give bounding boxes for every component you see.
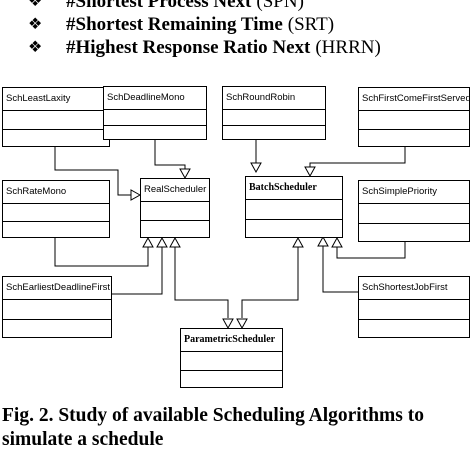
methods-section [223,126,325,140]
class-name: SchLeastLaxity [3,88,109,111]
bullet-abbrev: (HRRN) [315,37,381,58]
attributes-section [3,111,109,130]
arrowhead-icon [292,236,304,248]
methods-section [359,320,469,338]
attributes-section [104,110,206,126]
link-deadlinemono-real [154,140,186,172]
class-name: SchShortestJobFirst [359,277,469,300]
class-box-batchscheduler: BatchScheduler [245,176,343,238]
link-fcfs-batch [309,147,406,169]
link-batch-parametric [241,246,299,318]
arrowhead-icon [169,236,181,248]
class-box-schdeadlinemono: SchDeadlineMono [103,86,207,140]
attributes-section [359,111,469,130]
bullet-bold-text: #Highest Response Ratio Next [66,37,311,58]
class-box-parametricscheduler: ParametricScheduler [180,328,283,388]
figure-caption: Fig. 2. Study of available Scheduling Al… [2,404,474,452]
methods-section [246,220,342,238]
arrowhead-icon [331,236,343,248]
class-name: RealScheduler [141,179,209,202]
class-box-schfirstcomefirstserved: SchFirstComeFirstServed [358,87,470,147]
bullet-abbrev: (SPN) [256,0,304,12]
methods-section [104,126,206,140]
arrowhead-icon [179,168,191,180]
methods-section [141,221,209,238]
link-simplepriority-batch [336,242,406,259]
class-name: SchEarliestDeadlineFirst [3,277,111,300]
arrowhead-icon [222,318,234,330]
class-box-realscheduler: RealScheduler [140,178,210,238]
bullet-item: ❖ #Shortest Remaining Time (SRT) [28,13,474,36]
attributes-section [246,200,342,220]
attributes-section [3,204,109,222]
arrowhead-icon [304,166,316,178]
arrowhead-icon [236,318,248,330]
class-name: SchRoundRobin [223,87,325,110]
class-box-schroundrobin: SchRoundRobin [222,86,326,140]
methods-section [181,371,282,388]
class-name: BatchScheduler [246,177,342,200]
attributes-section [359,204,469,224]
arrowhead-icon [317,235,329,247]
bullet-bold-text: #Shortest Process Next [66,0,252,12]
class-box-schleastlaxity: SchLeastLaxity [2,87,110,147]
arrowhead-icon [130,189,142,201]
methods-section [359,130,469,147]
class-name: ParametricScheduler [181,329,282,352]
class-box-schratemono: SchRateMono [2,180,110,238]
caption-line-1: Fig. 2. Study of available Scheduling Al… [2,405,425,426]
link-ratemono-real [54,238,149,267]
diamond-bullet-icon: ❖ [28,0,43,10]
class-name: SchFirstComeFirstServed [359,88,469,111]
methods-section [3,320,111,338]
arrowhead-icon [142,236,154,248]
bullet-abbrev: (SRT) [287,14,335,35]
diamond-bullet-icon: ❖ [28,39,43,56]
algorithm-bullet-list: ❖ #Shortest Process Next (SPN) ❖ #Shorte… [28,0,474,59]
link-shortestjob-batch [322,245,358,293]
link-edf-real [112,247,163,295]
methods-section [3,130,109,147]
arrowhead-icon [250,162,262,174]
class-box-schshortestjobfirst: SchShortestJobFirst [358,276,470,338]
bullet-item: ❖ #Shortest Process Next (SPN) [28,0,474,13]
attributes-section [359,300,469,320]
class-box-schearliestdeadlinefirst: SchEarliestDeadlineFirst [2,276,112,338]
caption-line-2: simulate a schedule [2,429,164,450]
attributes-section [141,202,209,221]
methods-section [3,222,109,238]
methods-section [359,224,469,242]
class-name: SchSimplePriority [359,181,469,204]
attributes-section [181,352,282,371]
arrowhead-icon [156,236,168,248]
bullet-item: ❖ #Highest Response Ratio Next (HRRN) [28,36,474,59]
class-name: SchDeadlineMono [104,87,206,110]
class-name: SchRateMono [3,181,109,204]
link-leastlaxity-real [54,147,133,196]
diamond-bullet-icon: ❖ [28,16,43,33]
link-real-parametric [174,247,229,318]
attributes-section [3,300,111,320]
bullet-bold-text: #Shortest Remaining Time [66,14,283,35]
class-box-schsimplepriority: SchSimplePriority [358,180,470,242]
attributes-section [223,110,325,126]
